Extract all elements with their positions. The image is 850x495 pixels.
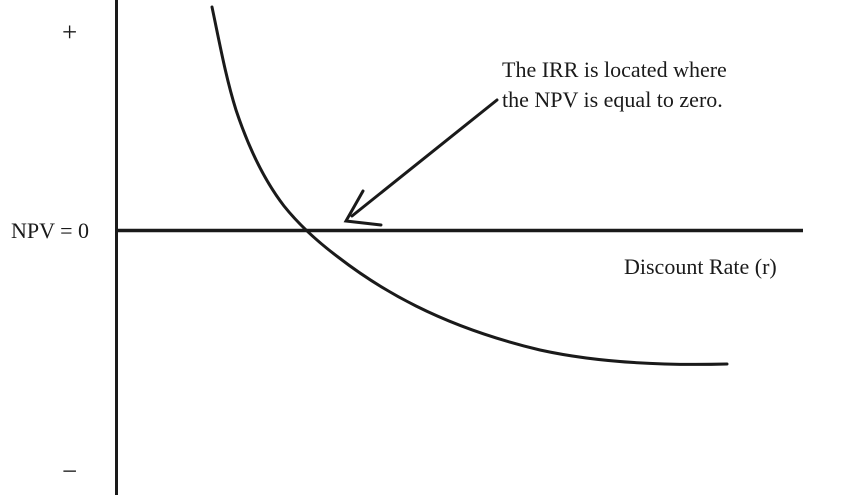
annotation-arrowhead xyxy=(343,189,383,227)
y-axis-negative-label: − xyxy=(62,456,78,486)
y-axis-positive-label: + xyxy=(62,17,78,47)
npv-zero-label: NPV = 0 xyxy=(11,218,90,243)
annotation-arrow-shaft xyxy=(350,98,499,218)
irr-annotation-line-2: the NPV is equal to zero. xyxy=(502,87,723,112)
irr-annotation: The IRR is located where the NPV is equa… xyxy=(502,55,727,115)
npv-curve xyxy=(210,5,729,366)
x-axis-label: Discount Rate (r) xyxy=(624,254,777,279)
irr-annotation-line-1: The IRR is located where xyxy=(502,57,727,82)
